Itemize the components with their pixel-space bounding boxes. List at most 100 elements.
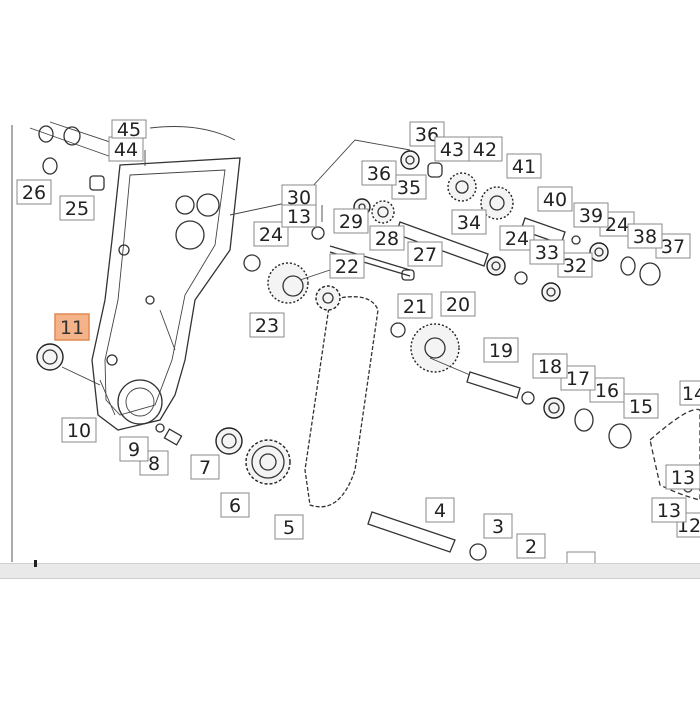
- bearing-part-24-middle: [486, 256, 506, 276]
- svg-text:16: 16: [595, 380, 619, 402]
- label-40: 40: [537, 186, 573, 212]
- svg-text:13: 13: [671, 467, 695, 489]
- svg-text:3: 3: [492, 516, 504, 538]
- svg-text:45: 45: [117, 119, 141, 141]
- label-5: 5: [274, 514, 304, 540]
- svg-text:27: 27: [413, 244, 437, 266]
- label-43: 43: [434, 136, 470, 162]
- circlip-part-33: [514, 271, 528, 285]
- bearing-part-32: [541, 282, 561, 302]
- svg-text:35: 35: [397, 177, 421, 199]
- svg-text:34: 34: [457, 212, 481, 234]
- bottom-scrollbar[interactable]: [0, 563, 700, 579]
- oring-part-37: [639, 262, 661, 286]
- gear-part-42: [447, 172, 477, 202]
- svg-text:29: 29: [339, 211, 363, 233]
- svg-text:30: 30: [287, 187, 311, 209]
- ring-part-18: [521, 391, 535, 405]
- label-36-lower: 36: [361, 160, 397, 186]
- label-21: 21: [397, 293, 433, 319]
- svg-text:28: 28: [375, 228, 399, 250]
- gear-part-36-upper: [400, 150, 420, 170]
- svg-text:36: 36: [367, 163, 391, 185]
- label-14: 14: [679, 380, 700, 406]
- svg-text:20: 20: [446, 294, 470, 316]
- label-7: 7: [190, 454, 220, 480]
- spacer-part-43: [427, 162, 443, 178]
- label-24-middle: 24: [499, 225, 535, 251]
- svg-text:33: 33: [535, 242, 559, 264]
- svg-text:10: 10: [67, 420, 91, 442]
- svg-text:15: 15: [629, 396, 653, 418]
- label-2: 2: [516, 533, 546, 559]
- label-28: 28: [369, 225, 405, 251]
- label-19: 19: [483, 337, 519, 363]
- svg-text:43: 43: [440, 139, 464, 161]
- svg-text:14: 14: [682, 383, 700, 405]
- label-20: 20: [440, 291, 476, 317]
- svg-text:24: 24: [259, 224, 283, 246]
- label-13-right-upper: 13: [665, 464, 700, 490]
- svg-text:37: 37: [661, 236, 685, 258]
- label-39: 39: [573, 202, 609, 228]
- gear-part-35: [371, 200, 395, 224]
- bearing-part-17: [543, 397, 565, 419]
- svg-text:13: 13: [287, 206, 311, 228]
- svg-text:13: 13: [657, 500, 681, 522]
- top-shaft-lines: [29, 121, 236, 191]
- label-22: 22: [329, 253, 365, 279]
- bearing-part-24-right: [589, 242, 609, 262]
- svg-text:39: 39: [579, 205, 603, 227]
- label-29: 29: [333, 208, 369, 234]
- sprocket-part-22: [315, 285, 341, 311]
- label-42: 42: [467, 136, 503, 162]
- label-16: 16: [589, 377, 625, 403]
- label-23: 23: [249, 312, 285, 338]
- svg-text:6: 6: [229, 495, 241, 517]
- gearbox-housing: [91, 157, 241, 431]
- label-26: 26: [16, 179, 52, 205]
- label-38: 38: [627, 223, 663, 249]
- svg-text:40: 40: [543, 189, 567, 211]
- seal-part-11: [36, 343, 101, 386]
- svg-text:19: 19: [489, 340, 513, 362]
- scroll-marker: [34, 560, 37, 567]
- svg-text:42: 42: [473, 139, 497, 161]
- label-13-right: 13: [651, 497, 687, 523]
- label-34: 34: [451, 209, 487, 235]
- label-8: 8: [139, 450, 169, 476]
- svg-text:26: 26: [22, 182, 46, 204]
- svg-text:23: 23: [255, 315, 279, 337]
- svg-text:4: 4: [434, 500, 446, 522]
- label-6: 6: [220, 492, 250, 518]
- shaft-part-19: [429, 357, 521, 399]
- sprocket-part-6: [245, 439, 291, 485]
- svg-text:5: 5: [283, 517, 295, 539]
- label-27: 27: [407, 241, 443, 267]
- seal-part-16: [574, 408, 594, 432]
- oring-part-15: [608, 423, 632, 449]
- washer-part-21: [390, 322, 406, 338]
- svg-text:36: 36: [415, 124, 439, 146]
- label-10: 10: [61, 417, 97, 443]
- label-44: 44: [108, 136, 144, 162]
- label-18: 18: [532, 353, 568, 379]
- fork-part-29: [311, 205, 325, 240]
- svg-text:7: 7: [199, 457, 211, 479]
- svg-text:24: 24: [605, 214, 629, 236]
- label-45: 45: [111, 119, 147, 141]
- svg-text:21: 21: [403, 296, 427, 318]
- svg-text:41: 41: [512, 156, 536, 178]
- svg-text:2: 2: [525, 536, 537, 558]
- svg-text:8: 8: [148, 453, 160, 475]
- chain-part-5: [304, 296, 379, 508]
- svg-text:32: 32: [563, 255, 587, 277]
- svg-text:22: 22: [335, 256, 359, 278]
- label-11-highlighted[interactable]: 11: [54, 313, 90, 341]
- upper-shaft: [243, 245, 415, 281]
- svg-text:24: 24: [505, 228, 529, 250]
- label-4: 4: [425, 497, 455, 523]
- label-3: 3: [483, 513, 513, 539]
- label-25: 25: [59, 195, 95, 221]
